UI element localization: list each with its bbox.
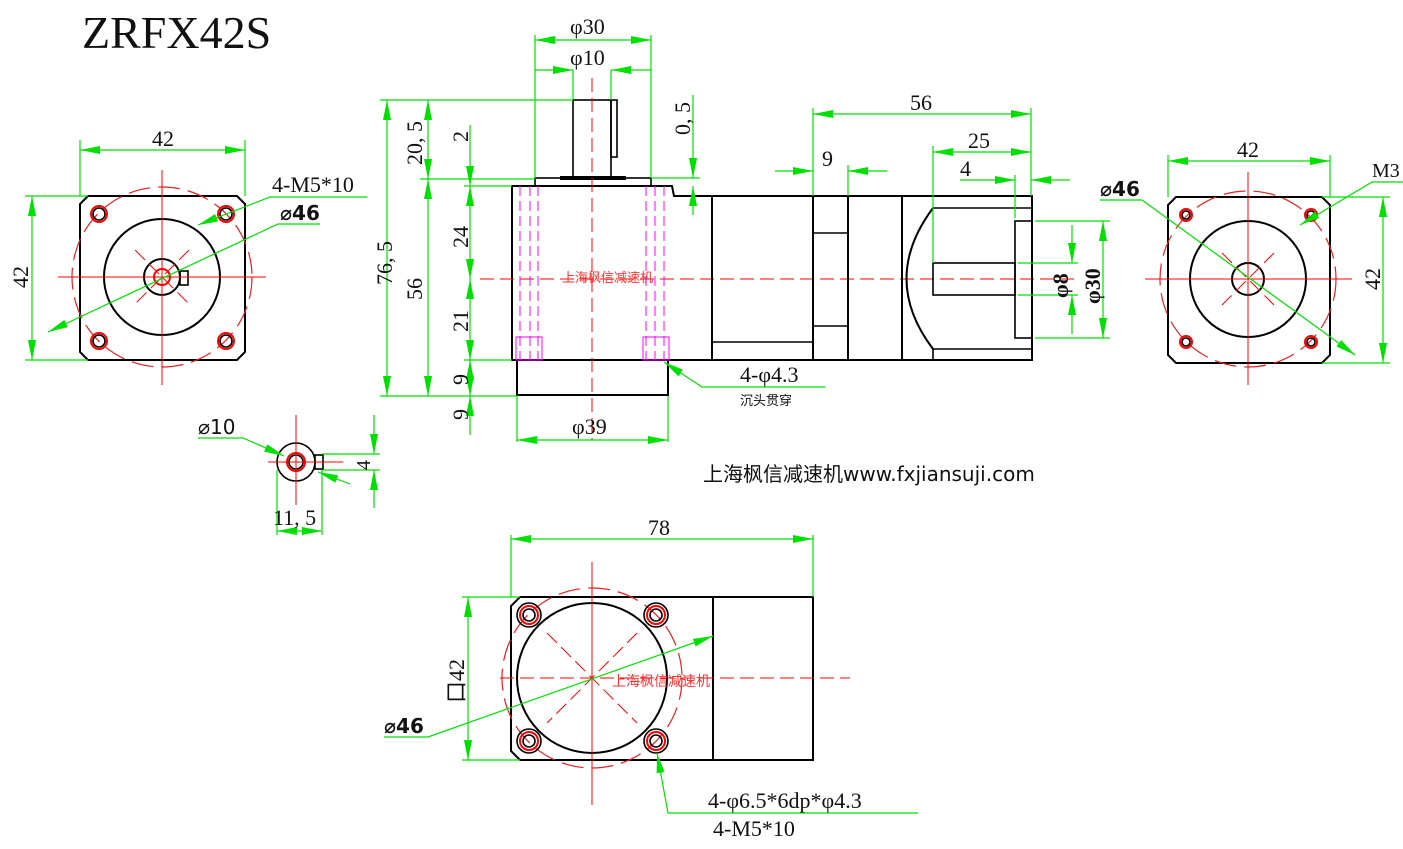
flange-height-dim-2: 9: [448, 409, 473, 420]
input-bolt-holes: [1179, 208, 1318, 349]
flange-outline: [79, 195, 246, 361]
key-width-dim: 4: [353, 460, 375, 470]
input-step-dim: 4: [960, 156, 971, 181]
right-width-dim: 42: [1237, 137, 1259, 162]
shaft-section-view: ⌀10 11, 5 4: [198, 415, 380, 535]
outer-diameter-dim: φ30: [570, 14, 605, 39]
bolt-holes: [90, 205, 235, 350]
bottom-pcd-callout: ⌀46: [384, 714, 424, 738]
left-width-dim: 42: [152, 126, 174, 151]
key-slot: [179, 270, 189, 286]
left-thread-callout: 4-M5*10: [272, 172, 354, 197]
right-pcd-callout: ⌀46: [1100, 177, 1140, 201]
right-input-view: 42 42 M3 ⌀46: [1100, 137, 1403, 385]
step-2-dim: 2: [448, 131, 473, 142]
shaft-diameter-dim: φ10: [570, 45, 605, 70]
input-pilot: [1014, 220, 1033, 339]
watermark-bottom: 上海枫信减速机: [612, 674, 710, 690]
step-0-5-dim: 0, 5: [670, 102, 695, 135]
company-url: 上海枫信减速机www.fxjiansuji.com: [703, 462, 1035, 486]
right-thread-callout: M3: [1372, 160, 1400, 182]
flange-width-dim: 9: [822, 146, 833, 171]
input-depth-dim: 25: [968, 128, 990, 153]
body-height-dim: 56: [402, 278, 427, 300]
drawing-title: ZRFX42S: [82, 7, 271, 58]
bottom-length-dim: 78: [648, 515, 670, 540]
hole-note: 沉头贯穿: [740, 393, 792, 409]
total-height-dim: 76, 5: [372, 241, 397, 285]
counterbore-holes: [516, 602, 669, 754]
left-pcd-callout: ⌀46: [280, 201, 320, 225]
shaft-key: [610, 99, 618, 158]
left-flange-view: 42 42 4-M5*10 ⌀46: [8, 126, 367, 385]
pilot-diameter-dim: φ39: [572, 414, 607, 439]
front-view: 上海枫信减速机 φ30 φ10 76, 5 20, 5 56: [372, 14, 1080, 444]
key-height-dim: 11, 5: [273, 505, 316, 530]
bore-diameter-dim: φ8: [1048, 273, 1073, 298]
watermark-front: 上海枫信减速机: [562, 271, 653, 286]
hidden-bolt-holes: [515, 186, 670, 361]
right-height-dim: 42: [1360, 268, 1385, 290]
lower-section-dim: 21: [448, 310, 473, 332]
upper-section-dim: 24: [448, 226, 473, 248]
counterbore-callout: 4-φ6.5*6dp*φ4.3: [708, 788, 862, 813]
bottom-thread-callout: 4-M5*10: [713, 816, 795, 841]
side-length-dim: 56: [910, 90, 932, 115]
adapter-arc: [905, 207, 934, 350]
hole-callout: 4-φ4.3: [740, 362, 799, 387]
left-height-dim: 42: [8, 266, 33, 288]
side-view: 56 9 25 4 φ8 φ30: [711, 90, 1110, 361]
square-dim: 口42: [444, 659, 469, 703]
flange-height-dim: 9: [448, 374, 473, 385]
shaft-length-dim: 20, 5: [402, 121, 427, 165]
bottom-view: 上海枫信减速机 78 口42 ⌀46 4-φ6.5*6dp*φ4.3 4-M5*…: [384, 515, 918, 841]
side-pilot-diameter-dim: φ30: [1080, 268, 1105, 304]
shaft-diameter-callout: ⌀10: [198, 415, 236, 439]
